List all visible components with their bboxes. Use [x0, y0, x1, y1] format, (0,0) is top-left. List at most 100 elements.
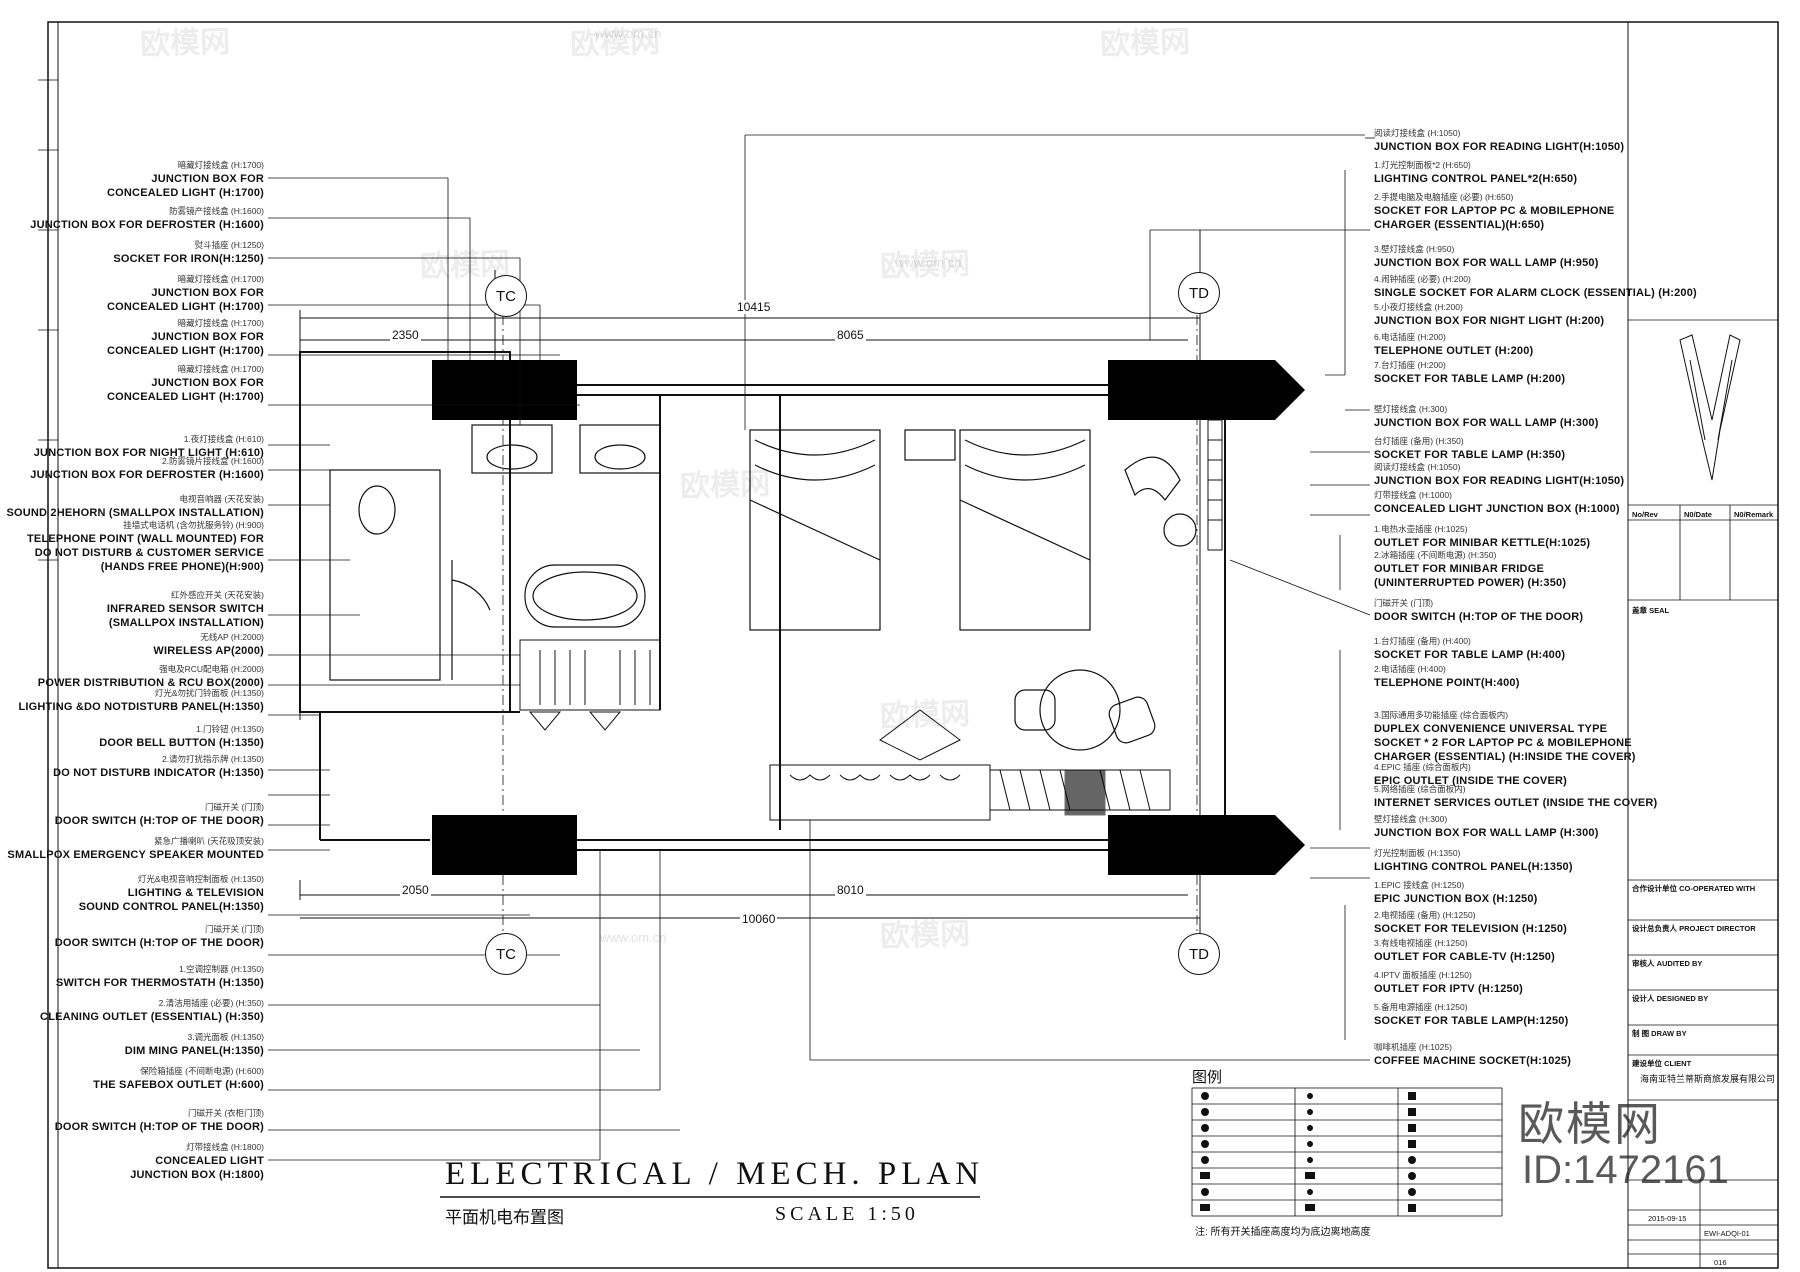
- columns: [432, 360, 1305, 875]
- right-callout-4: 3.壁灯接线盒 (H:950)JUNCTION BOX FOR WALL LAM…: [1374, 242, 1599, 270]
- axis-bubble-td-bottom: TD: [1178, 933, 1220, 975]
- callout-cn-text: 2.请勿打扰指示牌 (H:1350): [161, 754, 264, 764]
- callout-cn-text: 门磁开关 (门顶): [204, 802, 264, 812]
- watermark-url-3: www.om.cn: [600, 930, 667, 945]
- watermark-6: 欧模网: [679, 467, 771, 504]
- tb-date: 2015-09-15: [1648, 1214, 1687, 1223]
- right-callout-27: 5.备用电源插座 (H:1250)SOCKET FOR TABLE LAMP(H…: [1374, 1000, 1568, 1028]
- left-callout-21: 1.空调控制器 (H:1350)SWITCH FOR THERMOSTATH (…: [56, 962, 264, 990]
- dim-top-left: 2350: [390, 328, 421, 342]
- dim-bottom-inner: 8010: [835, 883, 866, 897]
- callout-en-text: (SMALLPOX INSTALLATION): [108, 617, 264, 629]
- callout-en-text: JUNCTION BOX FOR: [151, 173, 264, 185]
- callout-en-text: TELEPHONE POINT (WALL MOUNTED) FOR: [27, 533, 264, 545]
- callout-cn-text: 2.手提电脑及电脑插座 (必要) (H:650): [1374, 192, 1514, 202]
- callout-cn-text: 3.有线电视插座 (H:1250): [1374, 938, 1468, 948]
- right-callout-26: 4.IPTV 面板插座 (H:1250)OUTLET FOR IPTV (H:1…: [1374, 968, 1523, 996]
- callout-en-text: CONCEALED LIGHT (H:1700): [107, 301, 264, 313]
- callout-en-text: LIGHTING CONTROL PANEL*2(H:650): [1374, 173, 1578, 185]
- callout-cn-text: 3.壁灯接线盒 (H:950): [1374, 244, 1455, 254]
- left-callout-15: 1.门铃钮 (H:1350)DOOR BELL BUTTON (H:1350): [99, 722, 264, 750]
- right-callout-24: 2.电视插座 (备用) (H:1250)SOCKET FOR TELEVISIO…: [1374, 908, 1567, 936]
- callout-en-text: JUNCTION BOX FOR NIGHT LIGHT (H:610): [33, 447, 264, 459]
- right-callout-15: 门磁开关 (门顶)DOOR SWITCH (H:TOP OF THE DOOR): [1374, 596, 1583, 624]
- callout-en-text: JUNCTION BOX FOR WALL LAMP (H:300): [1374, 417, 1599, 429]
- callout-en-text: DO NOT DISTURB & CUSTOMER SERVICE: [34, 547, 264, 559]
- callout-en-text: SOCKET FOR LAPTOP PC & MOBILEPHONE: [1374, 205, 1615, 217]
- tb-drawing-no: EWI-ADQI-01: [1704, 1229, 1750, 1238]
- dim-top-inner: 8065: [835, 328, 866, 342]
- callout-en-text: TELEPHONE OUTLET (H:200): [1374, 345, 1534, 357]
- legend-title: 图例: [1192, 1069, 1223, 1086]
- left-callout-3: 熨斗插座 (H:1250)SOCKET FOR IRON(H:1250): [113, 238, 264, 266]
- left-callout-8: 2.防雾镜片接线盒 (H:1600)JUNCTION BOX FOR DEFRO…: [30, 454, 264, 482]
- callout-en-text: INFRARED SENSOR SWITCH: [106, 603, 264, 615]
- callout-cn-text: 灯带接线盒 (H:1000): [1374, 490, 1452, 500]
- watermark-3: 欧模网: [1099, 25, 1191, 62]
- callout-en-text: CONCEALED LIGHT (H:1700): [107, 391, 264, 403]
- callout-cn-text: 5.小夜灯接线盒 (H:200): [1374, 302, 1463, 312]
- tb-rev-remark: N0/Remark: [1734, 510, 1774, 519]
- leader-lines-right: [744, 134, 1375, 1061]
- callout-en-text: OUTLET FOR CABLE-TV (H:1250): [1374, 951, 1555, 963]
- left-callout-10: 挂墙式电话机 (含勿扰服务铃) (H:900)TELEPHONE POINT (…: [27, 518, 264, 574]
- callout-en-text: LIGHTING CONTROL PANEL(H:1350): [1374, 861, 1573, 873]
- watermark-8: 欧模网: [879, 917, 971, 954]
- bathtub: [524, 564, 646, 628]
- callout-cn-text: 壁灯接线盒 (H:300): [1374, 814, 1448, 824]
- callout-en-text: DOOR SWITCH (H:TOP OF THE DOOR): [1374, 611, 1584, 623]
- tb-client-label: 建设单位 CLIENT: [1632, 1059, 1692, 1068]
- right-callout-2: 1.灯光控制面板*2 (H:650) LIGHTING CONTROL PANEL…: [1374, 158, 1577, 186]
- corner-watermark-id: ID:1472161: [1522, 1148, 1729, 1192]
- callout-cn-text: 1.灯光控制面板*2 (H:650): [1374, 160, 1471, 170]
- watermark-1: 欧模网: [139, 25, 231, 62]
- left-callout-22: 2.清洁用插座 (必要) (H:350)CLEANING OUTLET (ESS…: [40, 996, 264, 1024]
- callout-en-text: TELEPHONE POINT(H:400): [1374, 677, 1520, 689]
- callout-en-text: CHARGER (ESSENTIAL)(H:650): [1374, 219, 1545, 231]
- right-callout-8: 7.台灯插座 (H:200)SOCKET FOR TABLE LAMP (H:2…: [1374, 358, 1565, 386]
- callout-en-text: DIM MING PANEL(H:1350): [124, 1045, 264, 1057]
- callout-cn-text: 1.台灯插座 (备用) (H:400): [1374, 636, 1471, 646]
- right-callout-21: 壁灯接线盒 (H:300) JUNCTION BOX FOR WALL LAMP …: [1374, 812, 1599, 840]
- desk-unit: [769, 709, 1171, 821]
- callout-en-text: EPIC OUTLET (INSIDE THE COVER): [1374, 775, 1568, 787]
- tb-designed: 设计人 DESIGNED BY: [1632, 994, 1709, 1003]
- callout-cn-text: 强电及RCU配电箱 (H:2000): [159, 664, 264, 674]
- right-callout-19: 4.EPIC 插座 (综合面板内)EPIC OUTLET (INSIDE THE…: [1374, 760, 1567, 788]
- callout-cn-text: 2.电视插座 (备用) (H:1250): [1374, 910, 1476, 920]
- callout-en-text: JUNCTION BOX FOR DEFROSTER (H:1600): [30, 469, 264, 481]
- tb-audited: 审核人 AUDITED BY: [1632, 959, 1703, 968]
- left-callout-25: 门磁开关 (衣柜门顶)DOOR SWITCH (H:TOP OF THE DOO…: [55, 1106, 264, 1134]
- axis-bubble-tc-top: TC: [485, 275, 527, 317]
- legend-grid: [1191, 1087, 1503, 1217]
- walls: [299, 351, 1255, 851]
- axis-bubble-td-top: TD: [1178, 272, 1220, 314]
- callout-cn-text: 2.冰箱插座 (不间断电源) (H:350): [1374, 550, 1497, 560]
- callout-cn-text: 6.电话插座 (H:200): [1374, 332, 1446, 342]
- callout-en-text: JUNCTION BOX FOR: [151, 287, 264, 299]
- right-callout-23: 1.EPIC 接线盒 (H:1250)EPIC JUNCTION BOX (H:…: [1374, 878, 1538, 906]
- callout-en-text: SMALLPOX EMERGENCY SPEAKER MOUNTED: [7, 849, 264, 861]
- callout-en-text: CONCEALED LIGHT (H:1700): [107, 345, 264, 357]
- callout-cn-text: 5.网络插座 (综合面板内): [1374, 784, 1466, 794]
- column-tc-bottom: [432, 815, 577, 875]
- right-callout-10: 台灯插座 (备用) (H:350)SOCKET FOR TABLE LAMP (…: [1374, 434, 1565, 462]
- callout-cn-text: 4.闹钟插座 (必要) (H:200): [1374, 274, 1471, 284]
- callout-en-text: SOCKET FOR TABLE LAMP (H:350): [1374, 449, 1566, 461]
- left-callout-16: 2.请勿打扰指示牌 (H:1350)DO NOT DISTURB INDICAT…: [53, 752, 264, 780]
- callout-cn-text: 暗藏灯接线盒 (H:1700): [177, 274, 264, 284]
- tb-rev-date: N0/Date: [1684, 510, 1712, 519]
- callout-cn-text: 阅读灯接线盒 (H:1050): [1374, 128, 1461, 138]
- right-callout-6: 5.小夜灯接线盒 (H:200)JUNCTION BOX FOR NIGHT L…: [1374, 300, 1604, 328]
- callout-cn-text: 3.国际通用多功能插座 (综合面板内): [1374, 710, 1509, 720]
- leader-lines-left: [268, 177, 680, 1161]
- beds: [749, 429, 1091, 631]
- callout-en-text: JUNCTION BOX FOR WALL LAMP (H:300): [1374, 827, 1599, 839]
- right-callout-20: 5.网络插座 (综合面板内)INTERNET SERVICES OUTLET (…: [1374, 782, 1657, 810]
- callout-en-text: DOOR SWITCH (H:TOP OF THE DOOR): [54, 937, 264, 949]
- column-td-bottom: [1108, 815, 1253, 875]
- callout-en-text: THE SAFEBOX OUTLET (H:600): [93, 1079, 264, 1091]
